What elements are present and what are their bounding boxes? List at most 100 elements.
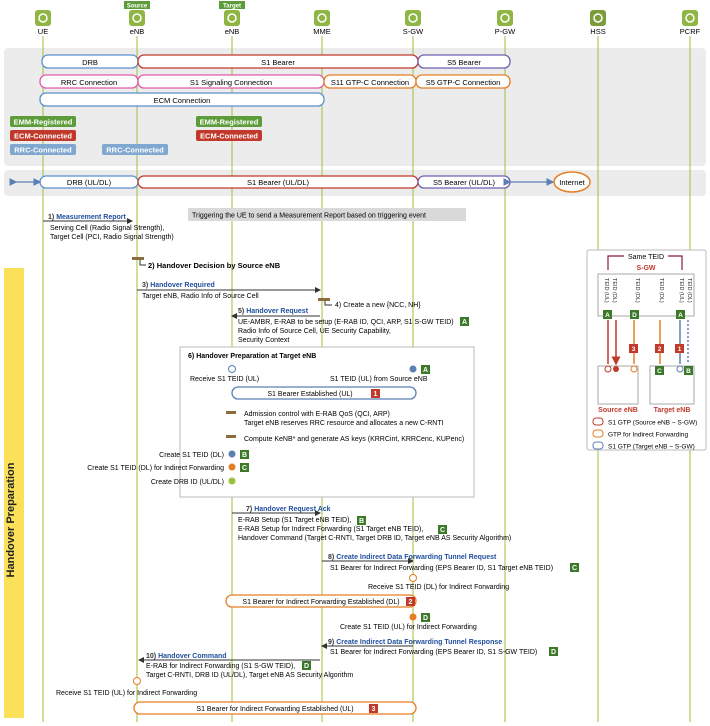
svg-text:A: A xyxy=(462,319,467,326)
svg-text:2) Handover Decision by Source: 2) Handover Decision by Source eNB xyxy=(148,261,281,270)
s5-gtpc-label: S5 GTP-C Connection xyxy=(426,78,501,87)
entity-label: P-GW xyxy=(495,27,516,36)
top-bearers: DRB S1 Bearer S5 Bearer RRC Connection S… xyxy=(39,54,511,107)
entity-role-tag: Target xyxy=(223,4,241,10)
svg-text:S1 TEID (UL) from Source eNB: S1 TEID (UL) from Source eNB xyxy=(330,376,428,383)
step-4-ncc-nh: 4) Create a new {NCC, NH} xyxy=(318,298,421,309)
drb-ul-dl-label: DRB (UL/DL) xyxy=(67,178,112,187)
svg-text:Create DRB ID (UL/DL): Create DRB ID (UL/DL) xyxy=(151,479,224,486)
svg-text:2: 2 xyxy=(409,599,413,606)
step-6-preparation: 6) Handover Preparation at Target eNB A … xyxy=(87,346,475,498)
state-ecm-connected-mme: ECM-Connected xyxy=(200,132,258,141)
phase-label: Handover Preparation xyxy=(5,462,17,577)
svg-text:S1 GTP (Source eNB ~ S-GW): S1 GTP (Source eNB ~ S-GW) xyxy=(608,420,697,427)
svg-text:Security Context: Security Context xyxy=(238,337,289,344)
s1-signaling-label: S1 Signaling Connection xyxy=(190,78,272,87)
svg-text:S1 Bearer for Indirect Forward: S1 Bearer for Indirect Forwarding Establ… xyxy=(196,706,353,713)
svg-text:S1 Bearer for Indirect Forward: S1 Bearer for Indirect Forwarding (EPS B… xyxy=(330,565,553,572)
svg-text:9) Create Indirect Data Forwar: 9) Create Indirect Data Forwarding Tunne… xyxy=(328,639,502,646)
state-emm-registered: EMM-Registered xyxy=(14,118,73,127)
svg-text:Target eNB reserves RRC resour: Target eNB reserves RRC resource and all… xyxy=(244,420,444,427)
entity-role-tag: Source xyxy=(127,4,148,10)
svg-text:S-GW: S-GW xyxy=(636,265,655,272)
entity-senb: eNB Source xyxy=(124,1,150,36)
step-title: Measurement Report xyxy=(56,214,126,221)
svg-text:10) Handover Command: 10) Handover Command xyxy=(146,653,227,660)
svg-text:D: D xyxy=(632,312,637,319)
enb-icon xyxy=(129,10,145,26)
svg-text:2: 2 xyxy=(658,346,662,353)
svg-text:7) Handover Request Ack: 7) Handover Request Ack xyxy=(246,506,331,513)
svg-text:1) Measurement Report: 1) Measurement Report xyxy=(48,214,126,221)
svg-text:Target C-RNTI, DRB ID (UL/DL),: Target C-RNTI, DRB ID (UL/DL), Target eN… xyxy=(146,672,353,679)
entity-label: UE xyxy=(38,27,48,36)
ecm-connection-label: ECM Connection xyxy=(154,96,211,105)
svg-text:1: 1 xyxy=(678,346,682,353)
s1-bearer-ul-dl-label: S1 Bearer (UL/DL) xyxy=(247,178,310,187)
step-3-handover-required: 3) Handover Required Target eNB, Radio I… xyxy=(137,282,321,300)
svg-text:8) Create Indirect Data Forwar: 8) Create Indirect Data Forwarding Tunne… xyxy=(328,554,497,561)
svg-text:Radio Info of Source Cell, UE: Radio Info of Source Cell, UE Security C… xyxy=(238,328,391,335)
svg-text:Serving Cell (Radio Signal Str: Serving Cell (Radio Signal Strength), xyxy=(50,225,164,232)
svg-text:S1 Bearer Established (UL): S1 Bearer Established (UL) xyxy=(267,391,352,398)
svg-text:S1 GTP (Target eNB ~ S-GW): S1 GTP (Target eNB ~ S-GW) xyxy=(608,444,695,451)
svg-text:A: A xyxy=(678,312,683,319)
svg-text:C: C xyxy=(440,527,445,534)
svg-text:GTP for Indirect Forwarding: GTP for Indirect Forwarding xyxy=(608,432,688,439)
svg-text:6) Handover Preparation at Tar: 6) Handover Preparation at Target eNB xyxy=(188,353,316,360)
svg-text:Receive S1 TEID (UL): Receive S1 TEID (UL) xyxy=(190,376,259,383)
svg-text:Triggering the UE to send a Me: Triggering the UE to send a Measurement … xyxy=(192,213,426,220)
step-9-create-tunnel-response: 9) Create Indirect Data Forwarding Tunne… xyxy=(321,639,558,656)
svg-text:UE-AMBR, E-RAB to be setup (E-: UE-AMBR, E-RAB to be setup (E-RAB ID, QC… xyxy=(238,319,454,326)
svg-text:E-RAB for Indirect Forwarding: E-RAB for Indirect Forwarding (S1 S-GW T… xyxy=(146,663,295,670)
svg-text:Receive S1 TEID (DL) for Indir: Receive S1 TEID (DL) for Indirect Forwar… xyxy=(368,584,509,591)
svg-text:1: 1 xyxy=(374,391,378,398)
s11-gtpc-label: S11 GTP-C Connection xyxy=(331,78,409,87)
entity-label: eNB xyxy=(130,27,145,36)
svg-text:Target eNB: Target eNB xyxy=(654,407,691,414)
entity-tenb: eNB Target xyxy=(219,1,245,36)
svg-text:S1 Bearer for Indirect Forward: S1 Bearer for Indirect Forwarding (EPS B… xyxy=(330,649,537,656)
s5-bearer-ul-dl-label: S5 Bearer (UL/DL) xyxy=(433,178,496,187)
svg-text:D: D xyxy=(423,615,428,622)
enb-icon xyxy=(224,10,240,26)
svg-text:TEID (DL): TEID (DL) xyxy=(658,278,664,303)
svg-text:TEID (DL): TEID (DL) xyxy=(611,278,617,303)
svg-text:Target eNB, Radio Info of Sour: Target eNB, Radio Info of Source Cell xyxy=(142,293,259,300)
svg-text:Target Cell (PCI, Radio Signal: Target Cell (PCI, Radio Signal Strength) xyxy=(50,234,174,241)
trigger-note xyxy=(188,208,466,221)
state-rrc-connected: RRC-Connected xyxy=(14,146,72,155)
svg-text:E-RAB Setup for Indirect Forwa: E-RAB Setup for Indirect Forwarding (S1 … xyxy=(238,526,423,533)
svg-text:E-RAB Setup (S1 Target eNB TEI: E-RAB Setup (S1 Target eNB TEID), xyxy=(238,517,351,524)
svg-text:3: 3 xyxy=(632,346,636,353)
svg-text:B: B xyxy=(686,368,691,375)
database-icon xyxy=(590,10,606,26)
svg-text:TEID (DL): TEID (DL) xyxy=(686,278,692,303)
entity-label: PCRF xyxy=(680,27,701,36)
svg-text:A: A xyxy=(605,312,610,319)
drb-label: DRB xyxy=(82,58,98,67)
svg-text:4) Create a new {NCC, NH}: 4) Create a new {NCC, NH} xyxy=(335,302,421,309)
svg-text:Receive S1 TEID (UL) for Indir: Receive S1 TEID (UL) for Indirect Forwar… xyxy=(56,690,197,697)
entity-label: S-GW xyxy=(403,27,424,36)
svg-text:Handover Command (Target C-RNT: Handover Command (Target C-RNTI, Target … xyxy=(238,535,511,542)
step-7-request-ack: 7) Handover Request Ack E-RAB Setup (S1 … xyxy=(232,506,511,542)
phase-bar xyxy=(4,268,24,718)
svg-text:TEID (UL): TEID (UL) xyxy=(603,278,609,303)
svg-text:A: A xyxy=(423,367,428,374)
entity-label: eNB xyxy=(225,27,240,36)
svg-text:D: D xyxy=(304,663,309,670)
step-8-create-tunnel-request: 8) Create Indirect Data Forwarding Tunne… xyxy=(322,554,579,591)
svg-text:Same TEID: Same TEID xyxy=(628,254,664,261)
svg-text:Create S1 TEID (DL) for Indire: Create S1 TEID (DL) for Indirect Forward… xyxy=(87,465,224,472)
svg-text:Create S1 TEID (UL) for Indire: Create S1 TEID (UL) for Indirect Forward… xyxy=(340,624,477,631)
entity-ue: UE xyxy=(35,10,51,36)
entity-label: MME xyxy=(313,27,331,36)
ue-states: EMM-Registered ECM-Connected RRC-Connect… xyxy=(10,116,262,155)
svg-text:3) Handover Required: 3) Handover Required xyxy=(142,282,215,289)
svg-text:D: D xyxy=(551,649,556,656)
internet-node xyxy=(553,171,591,193)
svg-text:Source eNB: Source eNB xyxy=(598,407,638,414)
policy-icon xyxy=(682,10,698,26)
